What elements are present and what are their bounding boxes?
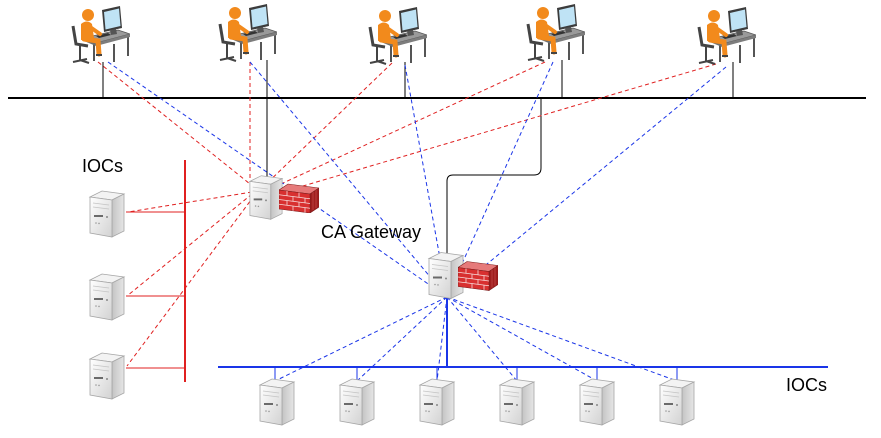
red-dashed-link (126, 193, 253, 297)
ca-gateway-label: CA Gateway (321, 222, 421, 242)
red-dashed-link (126, 195, 255, 367)
ioc-server-icon (499, 378, 535, 426)
red-dashed-link (97, 61, 256, 189)
bottom-iocs-label: IOCs (786, 375, 827, 395)
ioc-server-icon (339, 378, 375, 426)
user-workstation-icon (370, 7, 427, 64)
blue-dashed-link (249, 61, 448, 298)
blue-dashed-link (446, 66, 727, 298)
blue-dashed-link (446, 296, 598, 382)
blue-dashed-link (356, 296, 448, 382)
user-workstation-icon (528, 4, 585, 61)
ioc-server-icon (89, 352, 125, 400)
ca-gateway-right (428, 251, 498, 300)
blue-dashed-link (274, 296, 448, 382)
right-gateway-uplink (446, 98, 542, 256)
blue-dashed-link (446, 296, 678, 382)
firewall-icon (458, 261, 498, 291)
user-workstation-icon (220, 4, 277, 61)
ca-gateway-left (249, 175, 319, 220)
left-iocs-label: IOCs (82, 156, 123, 176)
ioc-server-icon (89, 190, 125, 238)
ioc-server-icon (259, 378, 295, 426)
red-dashed-link (261, 62, 393, 189)
ioc-server-icon (659, 378, 695, 426)
gateway-server-icon (428, 251, 464, 300)
ioc-server-icon (89, 273, 125, 321)
user-workstation-icon (73, 6, 130, 63)
firewall-icon (279, 183, 319, 213)
blue-dashed-link (446, 61, 554, 298)
ioc-server-icon (419, 378, 455, 426)
blue-dashed-link (446, 296, 518, 382)
red-dashed-link (267, 61, 546, 191)
user-workstation-icon (699, 7, 756, 64)
ioc-server-icon (579, 378, 615, 426)
blue-dashed-link (436, 296, 448, 382)
gateway-server-icon (249, 175, 283, 220)
